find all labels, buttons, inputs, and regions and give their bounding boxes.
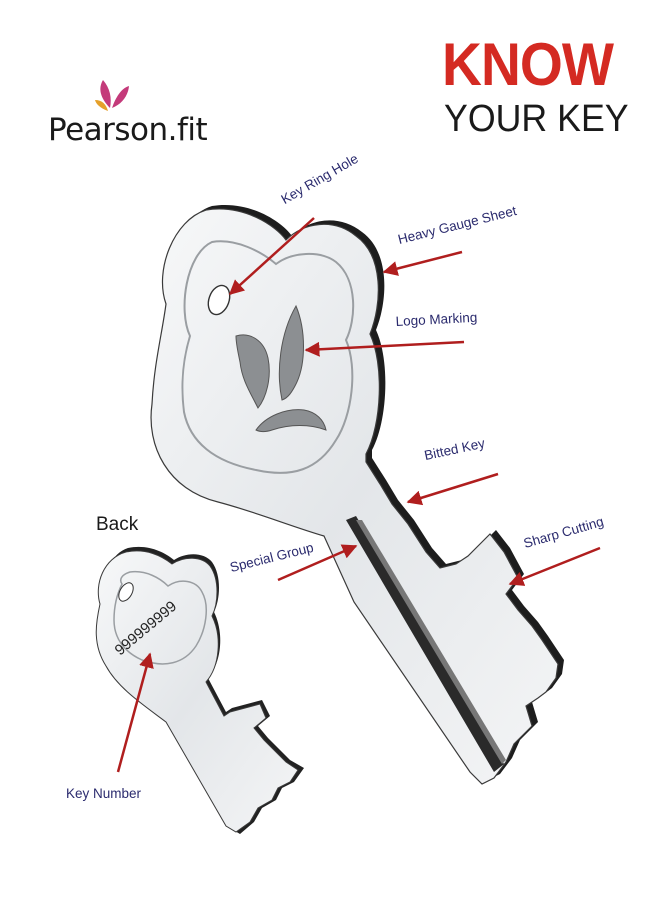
logo-marking-icon (235, 304, 327, 432)
brand-name: Pearson.fit (48, 112, 208, 148)
callout-arrows (116, 217, 601, 773)
key-ring-hole (207, 284, 231, 316)
back-key-face (95, 550, 299, 833)
arrow-logo-marking (304, 340, 465, 357)
arrow-heavy-gauge-sheet (382, 250, 463, 276)
title-line-1: KNOW (442, 31, 614, 98)
arrow-key-number (116, 652, 154, 773)
key-inner-outline (181, 240, 355, 474)
back-label: Back (96, 514, 139, 535)
back-key (95, 546, 305, 834)
back-key-ring-hole (118, 582, 134, 602)
main-key (150, 204, 564, 785)
arrow-special-group (277, 544, 358, 582)
leaf-logo-icon (95, 80, 129, 111)
arrow-bitted-key (406, 472, 499, 506)
back-key-inner-outline (113, 570, 208, 665)
label-key-number: Key Number (66, 786, 142, 801)
title-line-2: YOUR KEY (444, 98, 629, 140)
special-groove (346, 516, 504, 772)
arrow-sharp-cutting (508, 546, 601, 586)
arrow-key-ring-hole (228, 217, 315, 296)
